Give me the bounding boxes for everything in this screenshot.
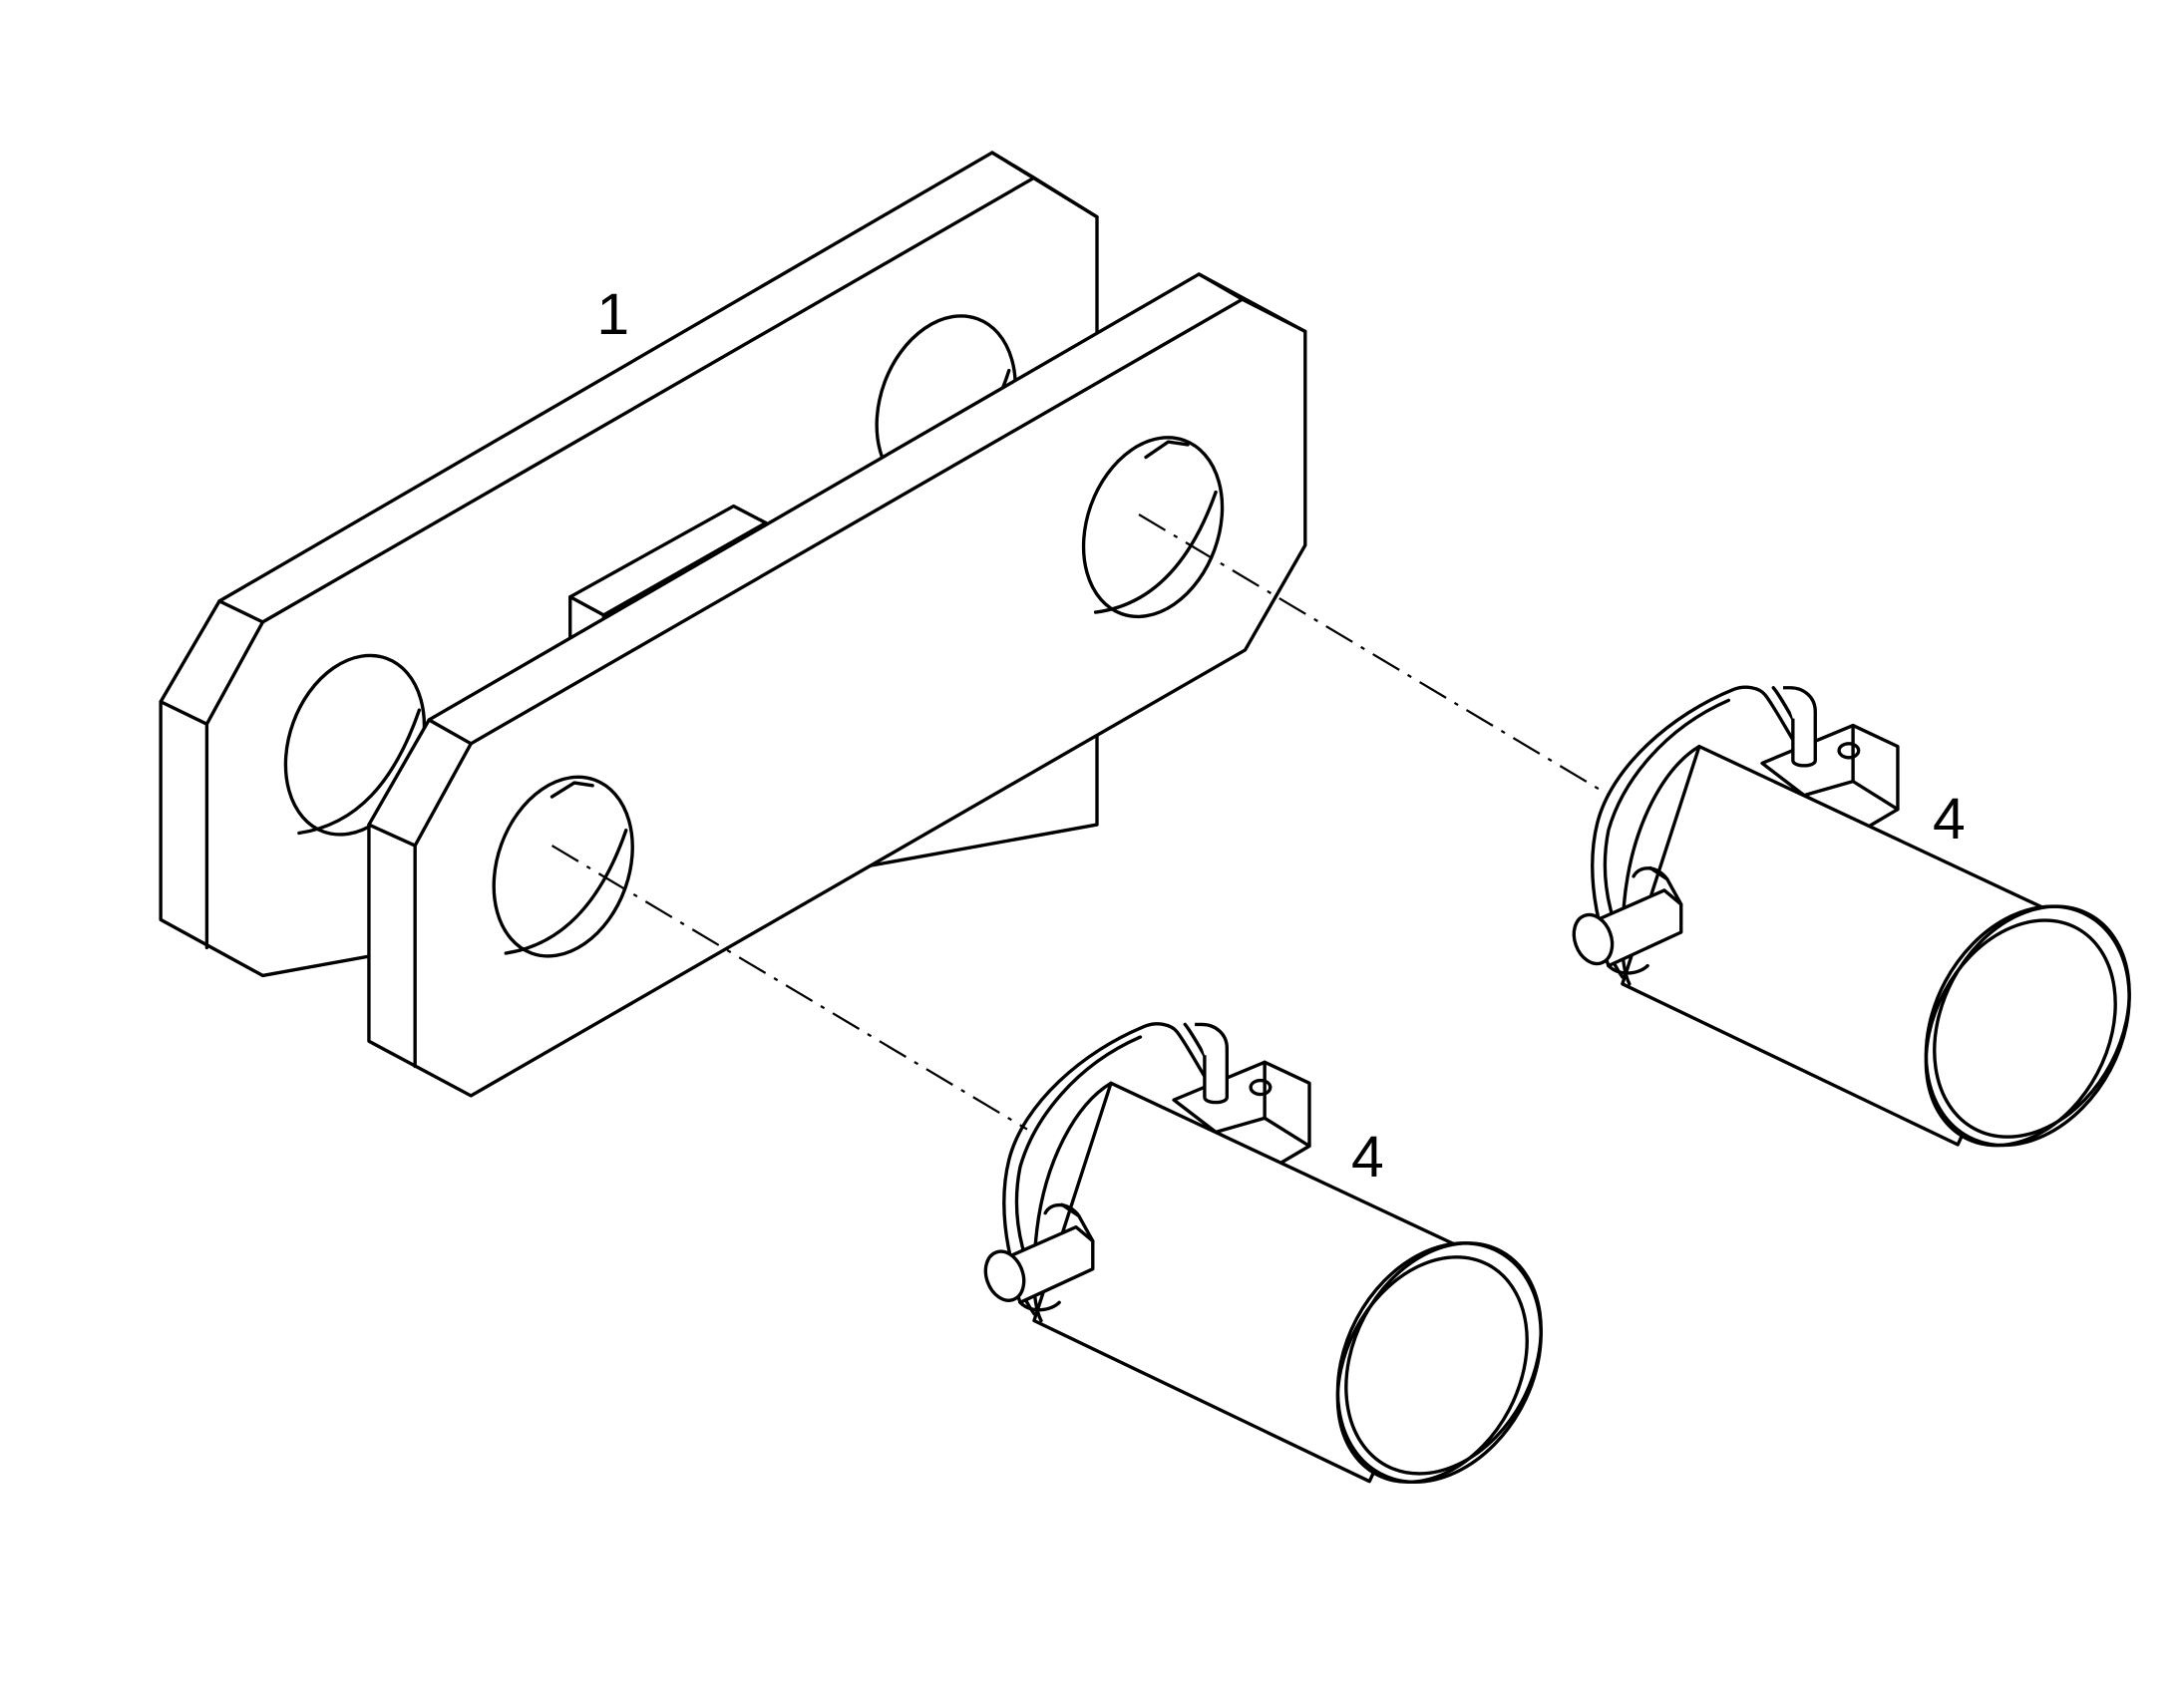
front-plate xyxy=(367,272,1307,1098)
link-plate-assembly xyxy=(159,151,1307,1098)
center-lines xyxy=(550,513,1609,1131)
quick-release-pin-lower xyxy=(977,1022,1584,1520)
callout-part-4-right: 4 xyxy=(1933,787,1966,852)
callout-part-1: 1 xyxy=(596,282,629,347)
quick-release-pin-right xyxy=(1566,685,2172,1183)
callout-part-4-lower: 4 xyxy=(1351,1125,1384,1190)
